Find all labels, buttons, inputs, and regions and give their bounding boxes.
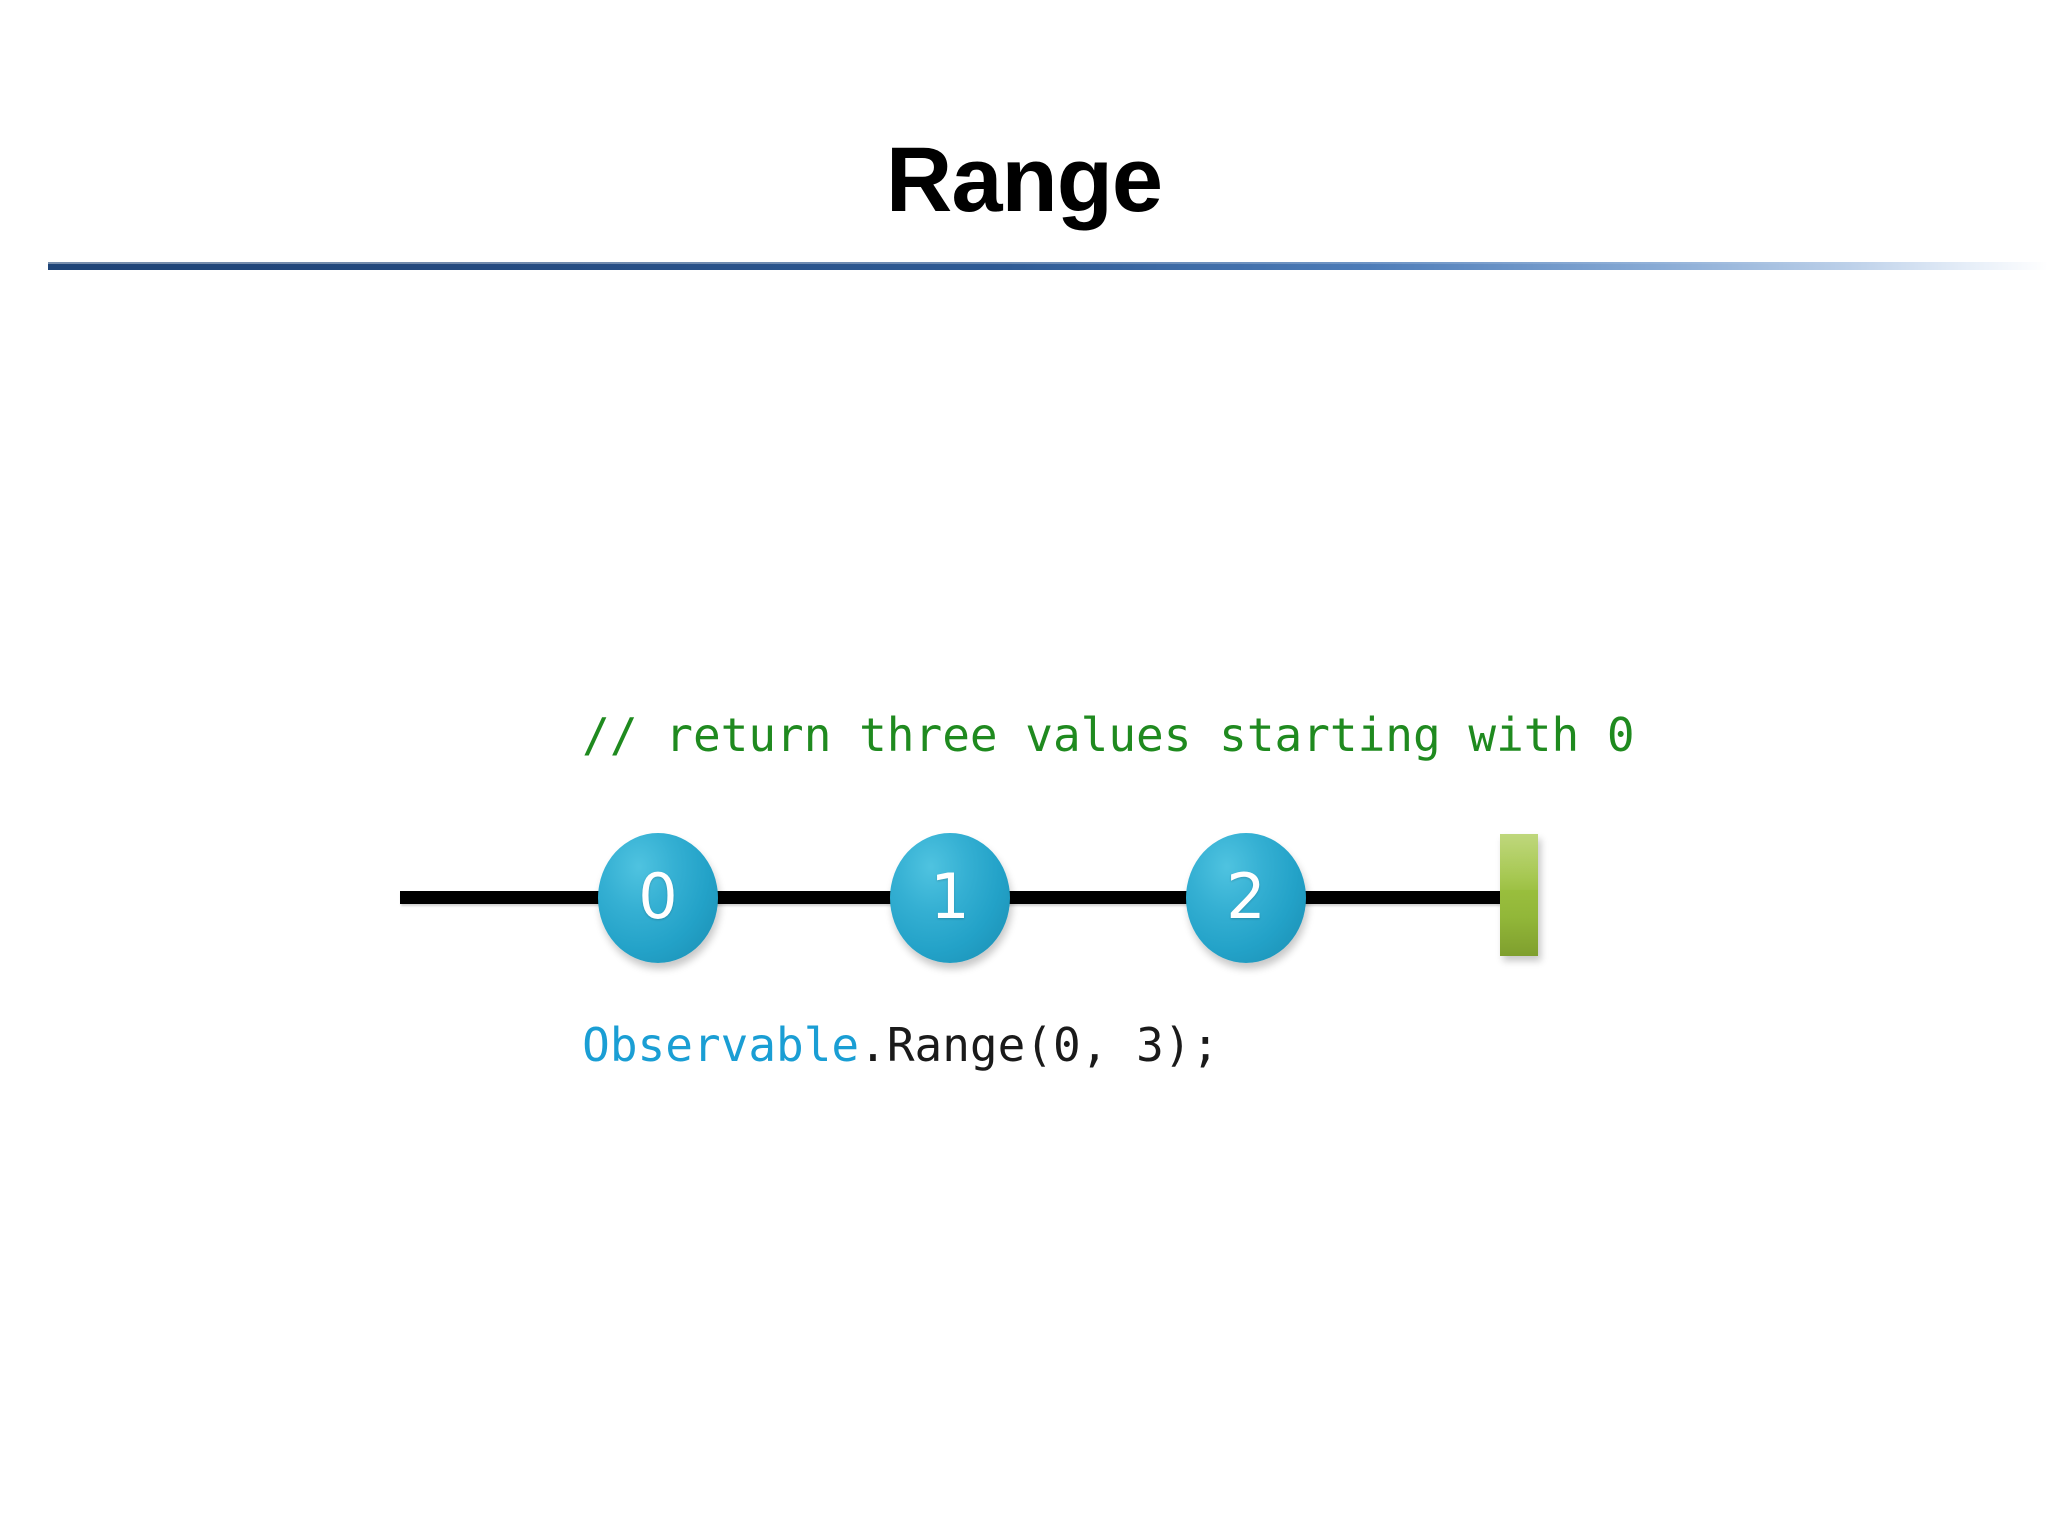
code-comment-text: // return three values starting with 0: [582, 708, 1635, 762]
page-title: Range: [885, 129, 1163, 231]
marble-label: 1: [930, 860, 970, 933]
marble-item[interactable]: 0: [598, 833, 718, 963]
title-divider-rule: [48, 262, 2048, 270]
code-line-call: Observable.Range(0, 3);: [416, 952, 1635, 1138]
code-line-comment: // return three values starting with 0: [416, 642, 1635, 828]
code-type-observable: Observable: [582, 1018, 860, 1072]
marble-item[interactable]: 1: [890, 833, 1010, 963]
marble-item[interactable]: 2: [1186, 833, 1306, 963]
completion-marker-icon: [1500, 834, 1538, 956]
marble-label: 0: [638, 860, 678, 933]
code-snippet: // return three values starting with 0 O…: [416, 518, 1635, 1262]
marble-label: 2: [1226, 860, 1266, 933]
code-call-range: .Range(0, 3);: [859, 1018, 1220, 1072]
